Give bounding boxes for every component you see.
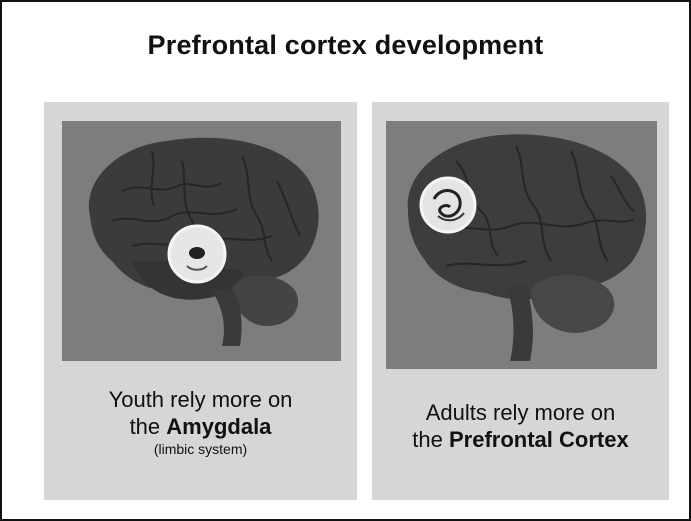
- youth-caption: Youth rely more on the Amygdala (limbic …: [44, 387, 357, 458]
- adults-caption-prefix: the: [412, 427, 449, 452]
- prefrontal-cortex-label: Prefrontal Cortex: [449, 427, 629, 452]
- youth-caption-prefix: the: [130, 414, 167, 439]
- limbic-system-note: (limbic system): [44, 441, 357, 458]
- youth-card: Youth rely more on the Amygdala (limbic …: [44, 102, 357, 500]
- adults-caption: Adults rely more on the Prefrontal Corte…: [372, 400, 669, 454]
- slide-title: Prefrontal cortex development: [2, 30, 689, 61]
- brain-amygdala-icon: [62, 121, 341, 361]
- brain-amygdala-image: [62, 121, 341, 361]
- adults-card: Adults rely more on the Prefrontal Corte…: [372, 102, 669, 500]
- brain-prefrontal-image: [386, 121, 657, 369]
- youth-caption-line: Youth rely more on: [44, 387, 357, 413]
- adults-caption-line: Adults rely more on: [372, 400, 669, 426]
- brain-prefrontal-icon: [386, 121, 657, 369]
- amygdala-label: Amygdala: [166, 414, 271, 439]
